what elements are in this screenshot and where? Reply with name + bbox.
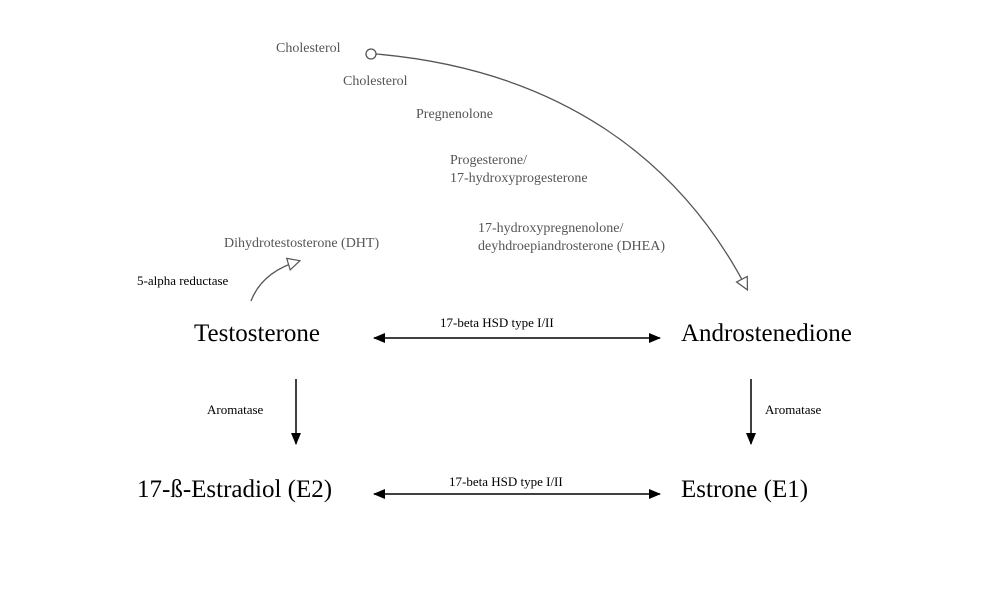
hsd-top-label: 17-beta HSD type I/II [440,315,554,330]
aromatase-right-label: Aromatase [765,402,822,417]
estradiol-label: 17-ß-Estradiol (E2) [137,476,332,503]
dhea-label: deyhdroepiandrosterone (DHEA) [478,239,665,254]
dht-arrow [250,261,299,302]
cholesterol-label: Cholesterol [343,74,408,89]
hydroxyprogesterone-label: 17-hydroxyprogesterone [450,171,588,186]
five-alpha-reductase-label: 5-alpha reductase [137,273,229,288]
biosynthesis-arrow [375,53,747,289]
estrone-label: Estrone (E1) [681,476,808,503]
cholesterol-origin-label: Cholesterol [276,41,341,56]
dht-label: Dihydrotestosterone (DHT) [224,236,379,251]
hsd-bottom-label: 17-beta HSD type I/II [449,474,563,489]
pregnenolone-label: Pregnenolone [416,107,493,122]
hydroxypregnenolone-label: 17-hydroxypregnenolone/ [478,221,624,236]
testosterone-label: Testosterone [194,320,320,347]
androstenedione-label: Androstenedione [681,320,852,347]
pathway-start-circle [365,48,377,60]
aromatase-left-label: Aromatase [207,402,264,417]
progesterone-label: Progesterone/ [450,153,527,168]
